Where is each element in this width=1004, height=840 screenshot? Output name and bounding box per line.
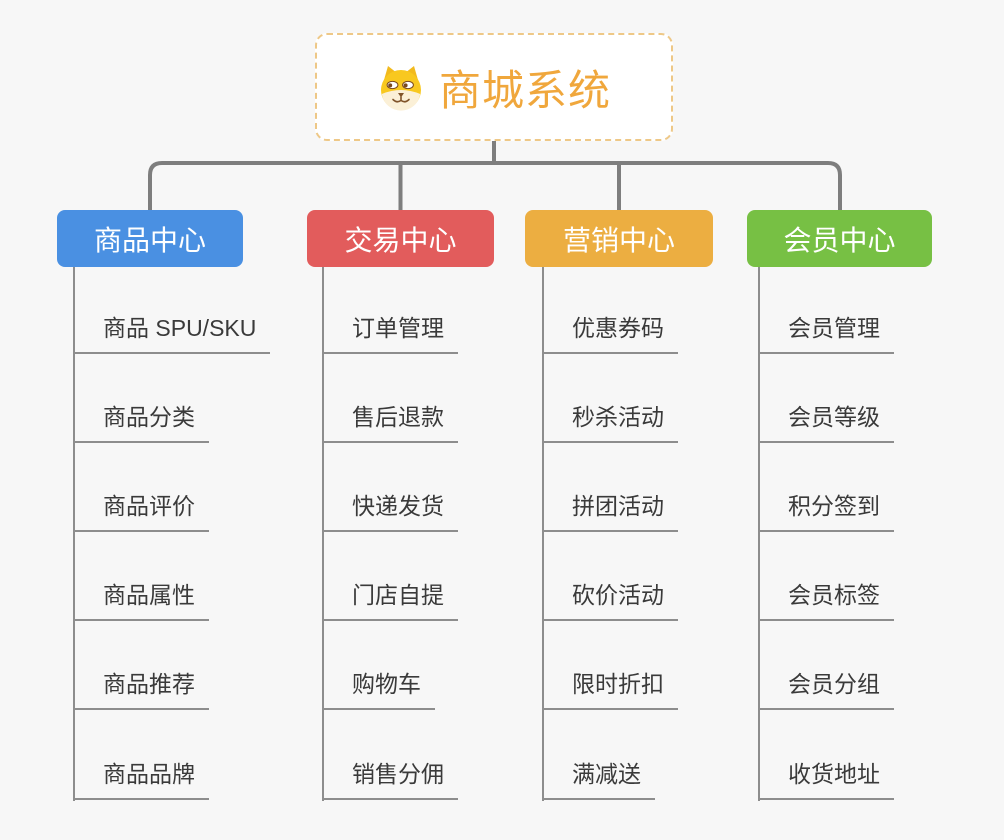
leaf-node[interactable]: 限时折扣 bbox=[542, 665, 678, 711]
branch-children-trade-center: 订单管理售后退款快递发货门店自提购物车销售分佣 bbox=[322, 267, 562, 812]
leaf-label: 会员管理 bbox=[788, 315, 880, 341]
branch-node-product-center[interactable]: 商品中心 bbox=[57, 210, 243, 267]
leaf-label: 积分签到 bbox=[788, 493, 880, 520]
leaf-node[interactable]: 收货地址 bbox=[758, 755, 894, 800]
leaf-label: 商品品牌 bbox=[103, 760, 195, 787]
leaf-label: 满减送 bbox=[572, 760, 641, 787]
leaf-label: 优惠券码 bbox=[572, 315, 664, 341]
leaf-label: 售后退款 bbox=[352, 404, 444, 431]
leaf-node[interactable]: 商品评价 bbox=[73, 487, 209, 533]
leaf-node[interactable]: 会员等级 bbox=[758, 398, 894, 444]
leaf-label: 快递发货 bbox=[352, 493, 444, 520]
branch-label: 会员中心 bbox=[783, 224, 896, 256]
leaf-label: 收货地址 bbox=[788, 760, 880, 787]
connector-vline bbox=[758, 267, 760, 801]
leaf-label: 销售分佣 bbox=[352, 760, 444, 787]
leaf-label: 商品评价 bbox=[103, 493, 195, 520]
leaf-node[interactable]: 砍价活动 bbox=[542, 576, 678, 622]
leaf-node[interactable]: 商品属性 bbox=[73, 576, 209, 622]
leaf-node[interactable]: 订单管理 bbox=[322, 309, 458, 354]
leaf-label: 会员分组 bbox=[788, 671, 880, 698]
branch-node-member-center[interactable]: 会员中心 bbox=[747, 210, 932, 267]
leaf-label: 秒杀活动 bbox=[572, 404, 664, 431]
branch-label: 交易中心 bbox=[344, 224, 457, 256]
leaf-label: 商品属性 bbox=[103, 582, 195, 609]
leaf-label: 限时折扣 bbox=[572, 671, 664, 698]
leaf-node[interactable]: 会员标签 bbox=[758, 576, 894, 622]
leaf-node[interactable]: 秒杀活动 bbox=[542, 398, 678, 444]
leaf-node[interactable]: 商品品牌 bbox=[73, 755, 209, 800]
branch-node-marketing-center[interactable]: 营销中心 bbox=[525, 210, 713, 267]
connector-vline bbox=[73, 267, 75, 801]
leaf-node[interactable]: 满减送 bbox=[542, 755, 655, 800]
leaf-label: 商品推荐 bbox=[103, 671, 195, 698]
leaf-label: 拼团活动 bbox=[572, 493, 664, 520]
leaf-label: 会员等级 bbox=[788, 404, 880, 431]
leaf-label: 购物车 bbox=[352, 671, 421, 698]
leaf-node[interactable]: 售后退款 bbox=[322, 398, 458, 444]
dog-face-icon bbox=[377, 63, 425, 111]
branch-children-product-center: 商品 SPU/SKU 商品分类商品评价商品属性商品推荐商品品牌 bbox=[73, 267, 313, 812]
connector-vline bbox=[322, 267, 324, 801]
leaf-node[interactable]: 会员管理 bbox=[758, 309, 894, 354]
leaf-node[interactable]: 拼团活动 bbox=[542, 487, 678, 533]
connector-vline bbox=[542, 267, 544, 801]
branch-label: 商品中心 bbox=[93, 224, 206, 256]
leaf-node[interactable]: 销售分佣 bbox=[322, 755, 458, 800]
leaf-node[interactable]: 门店自提 bbox=[322, 576, 458, 622]
leaf-label: 门店自提 bbox=[352, 582, 444, 609]
leaf-label: 订单管理 bbox=[352, 315, 444, 341]
branch-label: 营销中心 bbox=[562, 224, 675, 256]
leaf-label: 商品 SPU/SKU bbox=[103, 315, 257, 341]
branch-children-marketing-center: 优惠券码秒杀活动拼团活动砍价活动限时折扣满减送 bbox=[542, 267, 782, 812]
leaf-node[interactable]: 会员分组 bbox=[758, 665, 894, 711]
leaf-node[interactable]: 积分签到 bbox=[758, 487, 894, 533]
leaf-node[interactable]: 商品推荐 bbox=[73, 665, 209, 711]
leaf-label: 商品分类 bbox=[103, 404, 195, 431]
root-title: 商城系统 bbox=[438, 66, 611, 114]
root-node[interactable]: 商城系统 bbox=[315, 33, 673, 141]
leaf-node[interactable]: 商品 SPU/SKU bbox=[73, 309, 271, 354]
leaf-label: 砍价活动 bbox=[572, 582, 664, 609]
leaf-label: 会员标签 bbox=[788, 582, 880, 609]
leaf-node[interactable]: 优惠券码 bbox=[542, 309, 678, 354]
branch-children-member-center: 会员管理会员等级积分签到会员标签会员分组收货地址 bbox=[758, 267, 998, 812]
branch-node-trade-center[interactable]: 交易中心 bbox=[307, 210, 494, 267]
leaf-node[interactable]: 快递发货 bbox=[322, 487, 458, 533]
leaf-node[interactable]: 商品分类 bbox=[73, 398, 209, 444]
bus-line bbox=[148, 161, 842, 210]
leaf-node[interactable]: 购物车 bbox=[322, 665, 435, 711]
